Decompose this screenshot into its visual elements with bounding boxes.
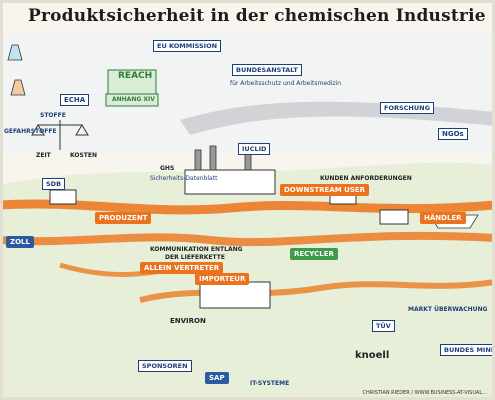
markt-label: MARKT ÜBERWACHUNG [408,306,488,313]
tuev-label: TÜV [372,320,395,332]
sdb-label: SDB [42,178,66,190]
iuclid-label: IUCLID [238,143,271,155]
stoffe-label: STOFFE [40,112,66,119]
factory-drawing [184,145,276,195]
reach-label: REACH [118,71,153,81]
zeit-label: ZEIT [36,152,51,159]
eu-kommission-label: EU KOMMISSION [153,40,222,52]
sponsoren-label: SPONSOREN [138,360,192,372]
anhang-label: ANHANG XIV [112,96,155,103]
kunden-label: KUNDEN ANFORDERUNGEN [320,175,412,182]
importeur-tag: IMPORTEUR [195,273,250,285]
ghs-label: GHS [160,165,175,172]
sicherheitsdatenblatt-label: Sicherheits-Datenblatt [150,175,218,182]
lieferkette-label: DER LIEFERKETTE [165,254,225,261]
haendler-tag: HÄNDLER [420,212,466,224]
bundesanstalt-sub-label: für Arbeitsschutz und Arbeitsmedizin [230,80,342,87]
produzent-tag: PRODUZENT [95,212,152,224]
knoell-label: knoell [355,350,390,361]
bundesanstalt-label: BUNDESANSTALT [232,64,302,76]
ngos-label: NGOs [438,128,468,140]
echa-label: ECHA [60,94,90,106]
recycler-tag: RECYCLER [290,248,338,260]
kommunikation-label: KOMMUNIKATION ENTLANG [150,246,243,253]
alleinvertreter-tag: ALLEIN VERTRETER [140,262,224,274]
kosten-label: KOSTEN [70,152,98,159]
sap-tag: SAP [205,372,229,384]
gefahrstoffe-label: GEFAHRSTOFFE [4,128,57,135]
forschung-label: FORSCHUNG [380,102,434,114]
page-title: Produktsicherheit in der chemischen Indu… [28,6,486,26]
zoll-tag: ZOLL [6,236,34,248]
environ-label: ENVIRON [170,317,206,325]
bundesministerium-label: BUNDES MINISTERIUM [440,344,495,356]
scales-icon [31,120,89,150]
it-systeme-label: IT-SYSTEME [250,380,290,387]
footer-credit: CHRISTIAN RIEDER / WWW.BUSINESS-AT-VISUA… [362,390,487,396]
downstream-user-tag: DOWNSTREAM USER [280,184,370,196]
